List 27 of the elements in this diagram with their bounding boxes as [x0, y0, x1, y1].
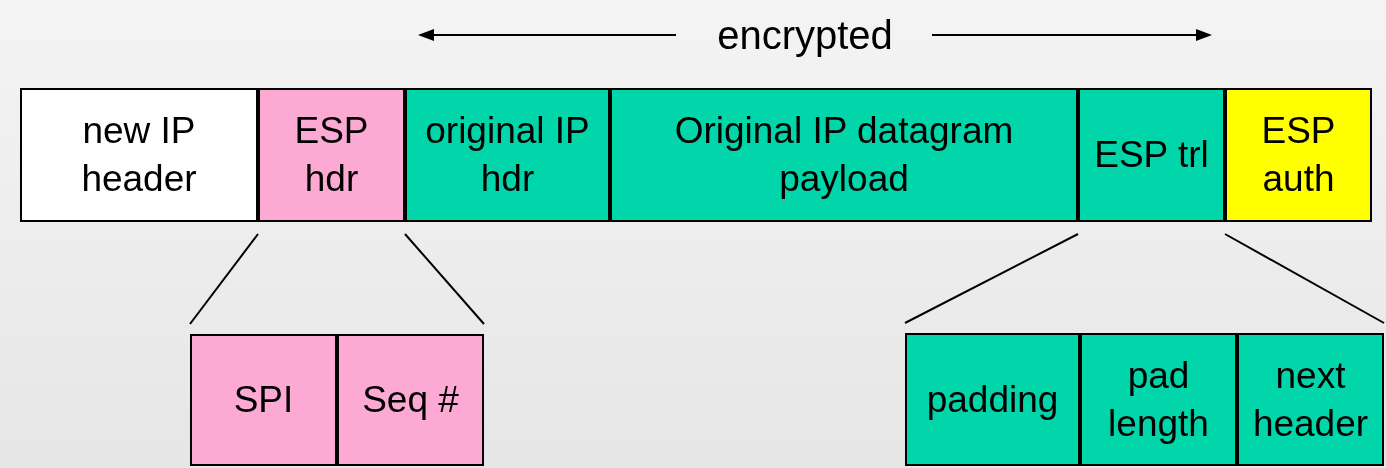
field-box	[20, 88, 258, 222]
field-label: padding	[926, 377, 1059, 422]
field-label: ESP auth	[1260, 109, 1337, 201]
field-label: pad length	[1107, 353, 1210, 446]
field-box	[405, 88, 610, 222]
field-box	[905, 333, 1080, 466]
field-label: Seq #	[362, 378, 459, 422]
field-label: ESP trl	[1094, 133, 1209, 177]
connector-line	[404, 233, 485, 325]
field-label: SPI	[233, 378, 294, 422]
field-label: new IP header	[80, 109, 198, 201]
connector-line	[904, 233, 1079, 324]
connector-line	[189, 233, 259, 325]
field-box	[610, 88, 1078, 222]
field-box	[337, 334, 484, 466]
field-box	[258, 88, 405, 222]
encrypted-label: encrypted	[716, 12, 894, 59]
field-box	[1225, 88, 1372, 222]
field-box	[190, 334, 337, 466]
field-label: ESP hdr	[293, 109, 370, 201]
field-label: original IP hdr	[424, 109, 591, 201]
field-box	[1237, 333, 1384, 466]
field-box	[1078, 88, 1225, 222]
field-box	[1080, 333, 1237, 466]
connector-line	[1224, 233, 1385, 324]
field-label: next header	[1251, 353, 1370, 446]
field-label: Original IP datagram payload	[673, 109, 1015, 201]
